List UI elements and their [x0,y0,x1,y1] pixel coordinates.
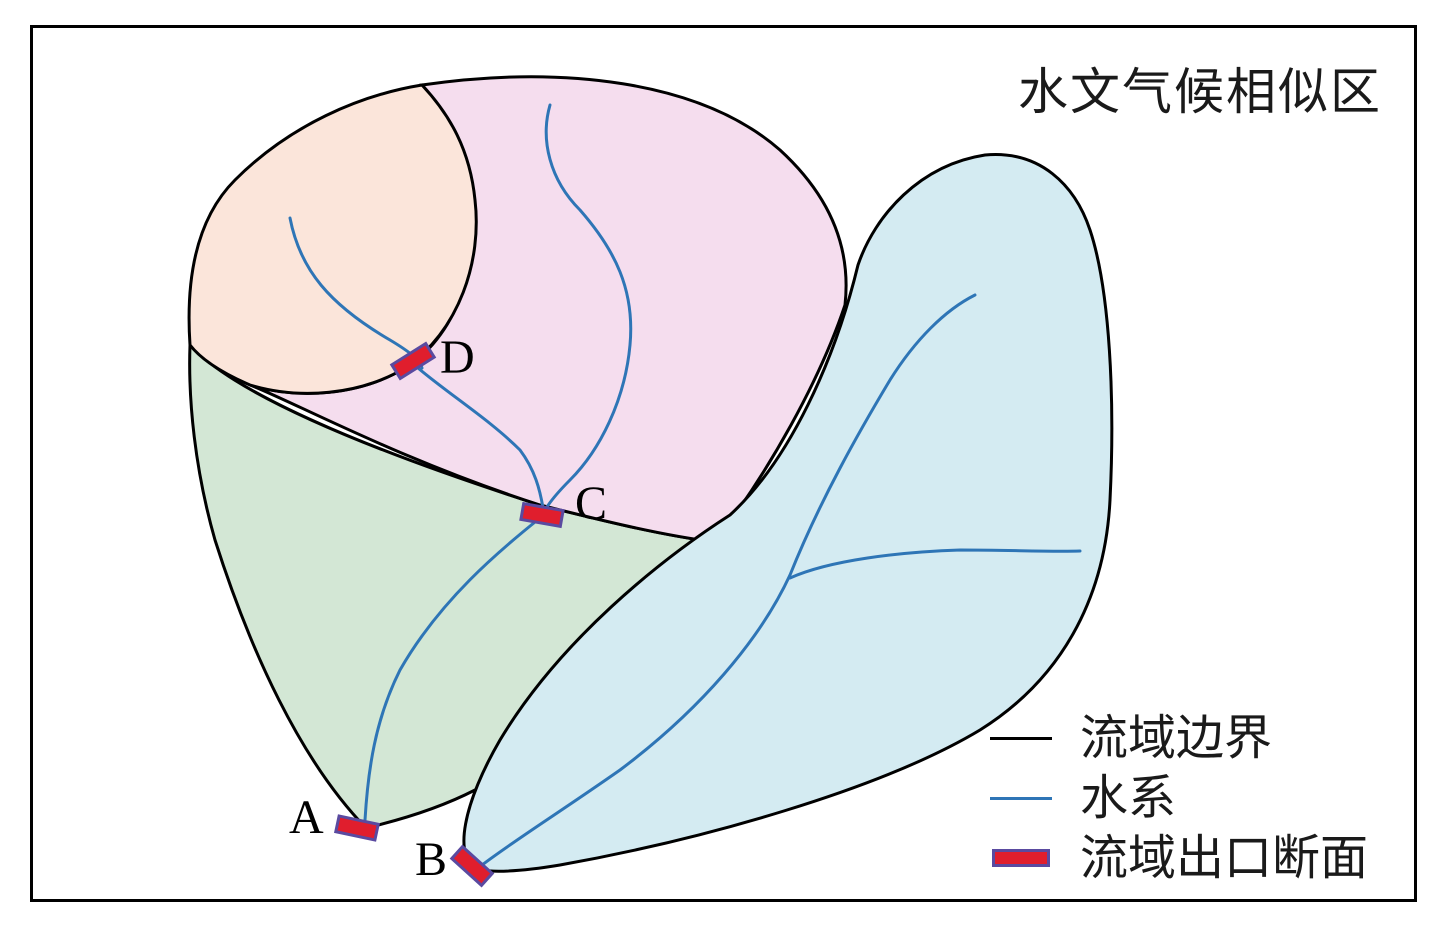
region-title: 水文气候相似区 [1018,63,1382,121]
legend-item-river: 水系 [990,768,1410,828]
outlet-a [333,814,381,842]
outlet-c [519,501,565,529]
river-blue-tributary [788,548,1082,580]
river-c-to-a [363,516,542,822]
legend-label-boundary: 流域边界 [1080,710,1273,766]
river-pink-tributary [543,103,633,512]
point-label-a: A [289,791,324,844]
outlet-marker-icon [990,843,1052,873]
point-label-d: D [440,331,475,384]
boundary-line-icon [990,723,1052,753]
legend-label-river: 水系 [1080,770,1177,826]
legend-item-boundary: 流域边界 [990,708,1410,768]
outlet-markers [333,341,565,888]
catchment-orange [187,83,478,395]
legend-item-outlet: 流域出口断面 [990,828,1410,888]
outlet-b [449,844,495,888]
catchment-blue [462,153,1114,873]
legend-label-outlet: 流域出口断面 [1080,830,1369,886]
legend: 流域边界 水系 流域出口断面 [990,708,1410,888]
river-d-to-c [416,366,545,510]
outlet-d [389,341,437,381]
point-label-c: C [575,477,608,530]
river-blue-main [480,293,977,867]
point-label-b: B [415,833,448,886]
river-network [288,103,1082,867]
figure-frame [30,25,1417,902]
river-line-icon [990,783,1052,813]
